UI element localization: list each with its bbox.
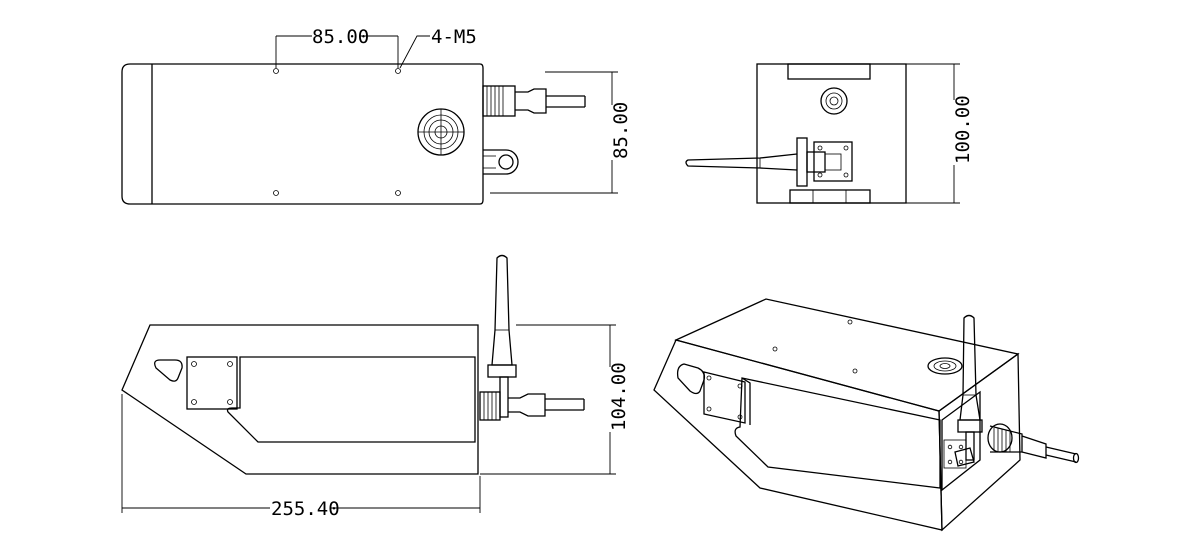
end-view-height-label: 100.00: [952, 95, 974, 164]
top-view-width-label: 85.00: [610, 102, 632, 159]
top-view-width-dimension: 85.00: [490, 71, 632, 194]
top-view: [121, 63, 586, 205]
end-view: [685, 63, 907, 204]
end-view-height-dimension: 100.00: [906, 63, 974, 204]
hole-callout-label: 4-M5: [431, 26, 477, 48]
hole-spacing-label: 85.00: [312, 26, 369, 48]
side-view: [121, 254, 585, 475]
side-view-height-label: 104.00: [608, 362, 630, 431]
hole-callout-leader: 4-M5: [399, 26, 477, 69]
overall-length-label: 255.40: [271, 498, 340, 520]
hole-spacing-dimension: 85.00: [275, 26, 399, 68]
side-view-height-dimension: 104.00: [480, 324, 630, 475]
overall-length-dimension: 255.40: [121, 394, 481, 520]
isometric-view: [653, 298, 1080, 532]
